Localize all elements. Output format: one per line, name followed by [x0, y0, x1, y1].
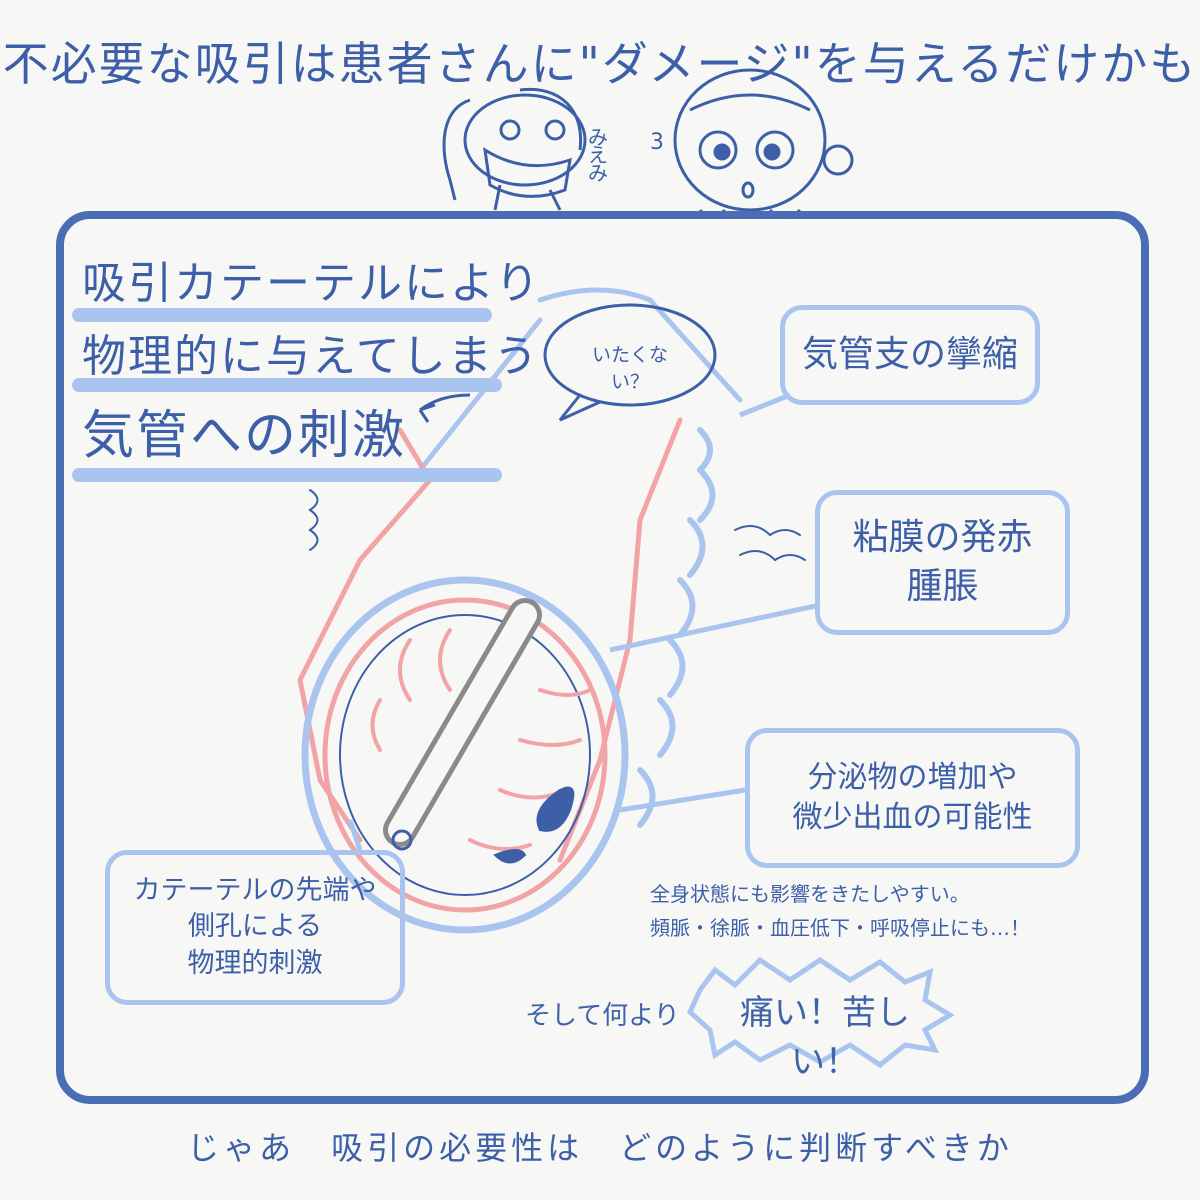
- page-title: 不必要な吸引は患者さんに"ダメージ"を与えるだけかも: [2, 37, 1198, 91]
- character-right-name: 3: [650, 130, 664, 155]
- pain-burst-shape: [686, 956, 955, 1069]
- main-label-line3: 気管への刺激: [82, 406, 407, 466]
- callout-mucosa-line1: 粘膜の発赤: [852, 516, 1033, 558]
- footer-question: じゃあ 吸引の必要性は どのように判断すべきか: [187, 1129, 1013, 1167]
- systemic-note-line1: 全身状態にも影響をきたしやすい。: [650, 882, 970, 906]
- main-frame: [56, 211, 1149, 1104]
- main-label-line1: 吸引カテーテルにより: [82, 258, 542, 309]
- callout-secretion-line1: 分泌物の増加や: [807, 759, 1018, 795]
- callout-catheter-line1: カテーテルの先端や: [133, 874, 377, 906]
- character-right: [673, 68, 854, 219]
- callout-mucosa: 粘膜の発赤 腫脹: [815, 490, 1070, 635]
- callout-bronchospasm-text: 気管支の攣縮: [801, 333, 1018, 375]
- pain-lead-text: そして何より: [525, 1001, 680, 1031]
- character-left: [442, 87, 587, 211]
- callout-catheter-line3: 物理的刺激: [187, 947, 323, 979]
- callout-secretion: 分泌物の増加や 微少出血の可能性: [745, 728, 1080, 868]
- callout-bronchospasm: 気管支の攣縮: [780, 305, 1040, 405]
- trachea-illustration: [297, 287, 806, 934]
- systemic-note-line2: 頻脈・徐脈・血圧低下・呼吸停止にも…！: [650, 916, 1030, 940]
- character-left-name: みえみ: [588, 125, 608, 185]
- pain-burst-text: 痛い！苦しい！: [740, 993, 910, 1082]
- main-label-line2: 物理的に与えてしまう: [82, 331, 540, 382]
- speech-bubble-text: いたくない？: [591, 344, 668, 393]
- callout-catheter: カテーテルの先端や 側孔による 物理的刺激: [105, 850, 405, 1005]
- speech-bubble-shape: [543, 303, 717, 422]
- callout-mucosa-line2: 腫脹: [906, 565, 979, 607]
- arrow-to-label: [418, 393, 471, 423]
- callout-secretion-line2: 微少出血の可能性: [792, 800, 1033, 835]
- callout-catheter-line2: 側孔による: [187, 911, 323, 943]
